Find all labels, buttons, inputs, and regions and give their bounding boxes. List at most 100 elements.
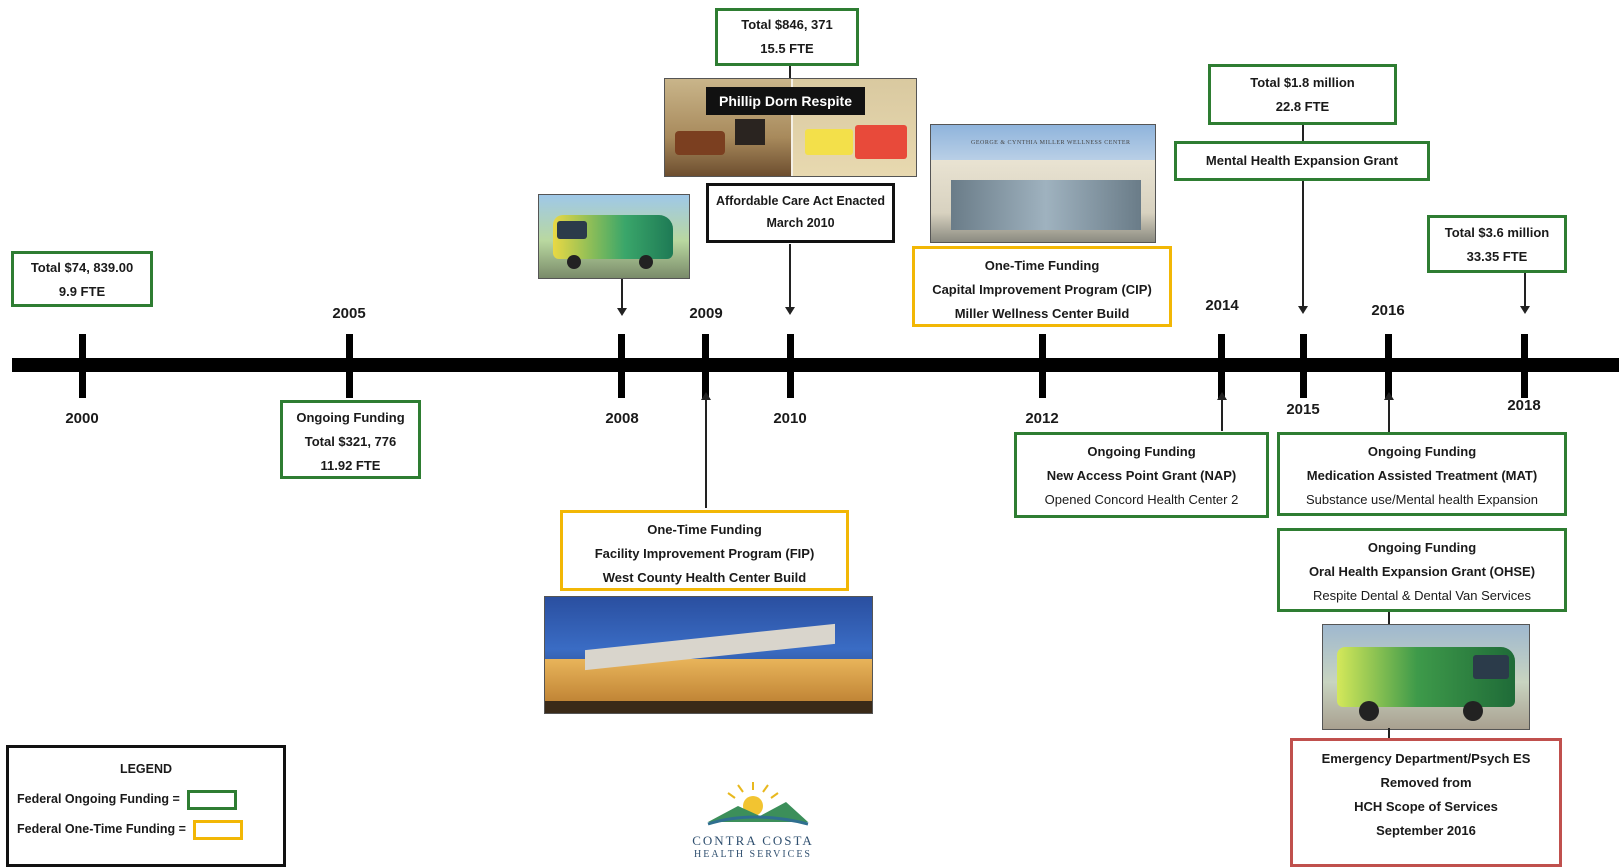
- legend-title: LEGEND: [119, 762, 173, 776]
- year-2008: 2008: [605, 410, 639, 427]
- connector-2018: [1524, 273, 1526, 307]
- ed-date: September 2016: [1376, 823, 1476, 838]
- mat-type: Ongoing Funding: [1367, 444, 1477, 459]
- cip-box: One-Time Funding Capital Improvement Pro…: [912, 246, 1172, 327]
- connector-total-2010: [789, 66, 791, 78]
- fip-box: One-Time Funding Facility Improvement Pr…: [560, 510, 849, 591]
- west-county-building-photo: [544, 596, 873, 714]
- legend-row-onetime: Federal One-Time Funding =: [17, 814, 283, 844]
- legend-ongoing-label: Federal Ongoing Funding =: [17, 792, 180, 806]
- connector-ohse-van: [1388, 612, 1390, 624]
- total-2000-amount: Total $74, 839.00: [30, 260, 134, 275]
- cip-type: One-Time Funding: [984, 258, 1100, 273]
- aca-date: March 2010: [766, 216, 835, 230]
- year-2014: 2014: [1205, 297, 1239, 314]
- mhe-title: Mental Health Expansion Grant: [1205, 153, 1399, 168]
- legend-box: LEGEND Federal Ongoing Funding = Federal…: [6, 745, 286, 867]
- ongoing-2005-box: Ongoing Funding Total $321, 776 11.92 FT…: [280, 400, 421, 479]
- mhe-box: Mental Health Expansion Grant: [1174, 141, 1430, 181]
- mat-box: Ongoing Funding Medication Assisted Trea…: [1277, 432, 1567, 516]
- respite-banner: Phillip Dorn Respite: [706, 87, 865, 115]
- legend-onetime-swatch: [193, 819, 244, 840]
- fip-program: Facility Improvement Program (FIP): [594, 546, 815, 561]
- arrow-2010: [785, 307, 795, 315]
- nap-type: Ongoing Funding: [1087, 444, 1196, 459]
- tick-2009: [702, 334, 709, 398]
- ed-status: Removed from: [1380, 775, 1472, 790]
- tick-2005: [346, 334, 353, 398]
- connector-total-2015: [1302, 125, 1304, 141]
- contra-costa-logo: CONTRA COSTA HEALTH SERVICES: [668, 780, 838, 867]
- year-2000: 2000: [65, 410, 99, 427]
- ed-scope: HCH Scope of Services: [1354, 799, 1498, 814]
- arrow-2018: [1520, 306, 1530, 314]
- miller-wellness-photo: GEORGE & CYNTHIA MILLER WELLNESS CENTER: [930, 124, 1156, 243]
- total-2018-amount: Total $3.6 million: [1444, 225, 1550, 240]
- tick-2010: [787, 334, 794, 398]
- tick-2015: [1300, 334, 1307, 398]
- year-2012: 2012: [1025, 410, 1059, 427]
- total-2015-box: Total $1.8 million 22.8 FTE: [1208, 64, 1397, 125]
- arrow-2015: [1298, 306, 1308, 314]
- connector-van-ed: [1388, 728, 1390, 738]
- tick-2000: [79, 334, 86, 398]
- total-2010-fte: 15.5 FTE: [760, 41, 814, 56]
- total-2000-fte: 9.9 FTE: [58, 284, 106, 299]
- connector-2010: [789, 244, 791, 308]
- connector-2015: [1302, 181, 1304, 307]
- total-2010-amount: Total $846, 371: [741, 17, 833, 32]
- fip-description: West County Health Center Build: [602, 570, 807, 585]
- nap-box: Ongoing Funding New Access Point Grant (…: [1014, 432, 1269, 518]
- tick-2012: [1039, 334, 1046, 398]
- arrow-2008: [617, 308, 627, 316]
- year-2005: 2005: [332, 305, 366, 322]
- total-2015-fte: 22.8 FTE: [1275, 99, 1330, 114]
- dental-van-photo: [1322, 624, 1530, 730]
- ongoing-2005-amount: Total $321, 776: [304, 434, 397, 449]
- total-2010-box: Total $846, 371 15.5 FTE: [715, 8, 859, 66]
- ongoing-2005-fte: 11.92 FTE: [320, 458, 381, 473]
- mat-description: Substance use/Mental health Expansion: [1306, 492, 1538, 507]
- nap-program: New Access Point Grant (NAP): [1046, 468, 1237, 483]
- aca-title: Affordable Care Act Enacted: [715, 194, 886, 208]
- ed-box: Emergency Department/Psych ES Removed fr…: [1290, 738, 1562, 867]
- mat-program: Medication Assisted Treatment (MAT): [1306, 468, 1538, 483]
- cip-description: Miller Wellness Center Build: [954, 306, 1130, 321]
- sun-mountain-icon: [707, 782, 809, 826]
- building-sign: GEORGE & CYNTHIA MILLER WELLNESS CENTER: [971, 140, 1131, 146]
- connector-2016: [1388, 400, 1390, 432]
- mobile-van-photo: [538, 194, 690, 279]
- aca-box: Affordable Care Act Enacted March 2010: [706, 183, 895, 243]
- ed-title: Emergency Department/Psych ES: [1321, 751, 1531, 766]
- legend-onetime-label: Federal One-Time Funding =: [17, 822, 186, 836]
- connector-2008: [621, 279, 623, 309]
- total-2000-box: Total $74, 839.00 9.9 FTE: [11, 251, 153, 307]
- ohse-program: Oral Health Expansion Grant (OHSE): [1308, 564, 1536, 579]
- logo-line-1: CONTRA COSTA: [692, 833, 814, 848]
- legend-ongoing-swatch: [187, 789, 238, 810]
- year-2016: 2016: [1371, 302, 1405, 319]
- cip-program: Capital Improvement Program (CIP): [932, 282, 1152, 297]
- tick-2008: [618, 334, 625, 398]
- timeline-bar: [12, 358, 1619, 372]
- arrow-2016: [1384, 392, 1394, 400]
- year-2009: 2009: [689, 305, 723, 322]
- nap-description: Opened Concord Health Center 2: [1044, 492, 1239, 507]
- tick-2018: [1521, 334, 1528, 398]
- total-2015-amount: Total $1.8 million: [1250, 75, 1355, 90]
- arrow-2009: [701, 392, 711, 400]
- arrow-2014: [1217, 392, 1227, 400]
- ongoing-2005-title: Ongoing Funding: [296, 410, 405, 425]
- logo-line-2: HEALTH SERVICES: [693, 849, 812, 860]
- ohse-box: Ongoing Funding Oral Health Expansion Gr…: [1277, 528, 1567, 612]
- fip-type: One-Time Funding: [647, 522, 762, 537]
- tick-2014: [1218, 334, 1225, 398]
- connector-2014: [1221, 400, 1223, 431]
- connector-2009: [705, 400, 707, 508]
- tick-2016: [1385, 334, 1392, 398]
- year-2015: 2015: [1286, 401, 1320, 418]
- year-2010: 2010: [773, 410, 807, 427]
- legend-row-ongoing: Federal Ongoing Funding =: [17, 784, 283, 814]
- ohse-type: Ongoing Funding: [1367, 540, 1477, 555]
- total-2018-fte: 33.35 FTE: [1466, 249, 1528, 264]
